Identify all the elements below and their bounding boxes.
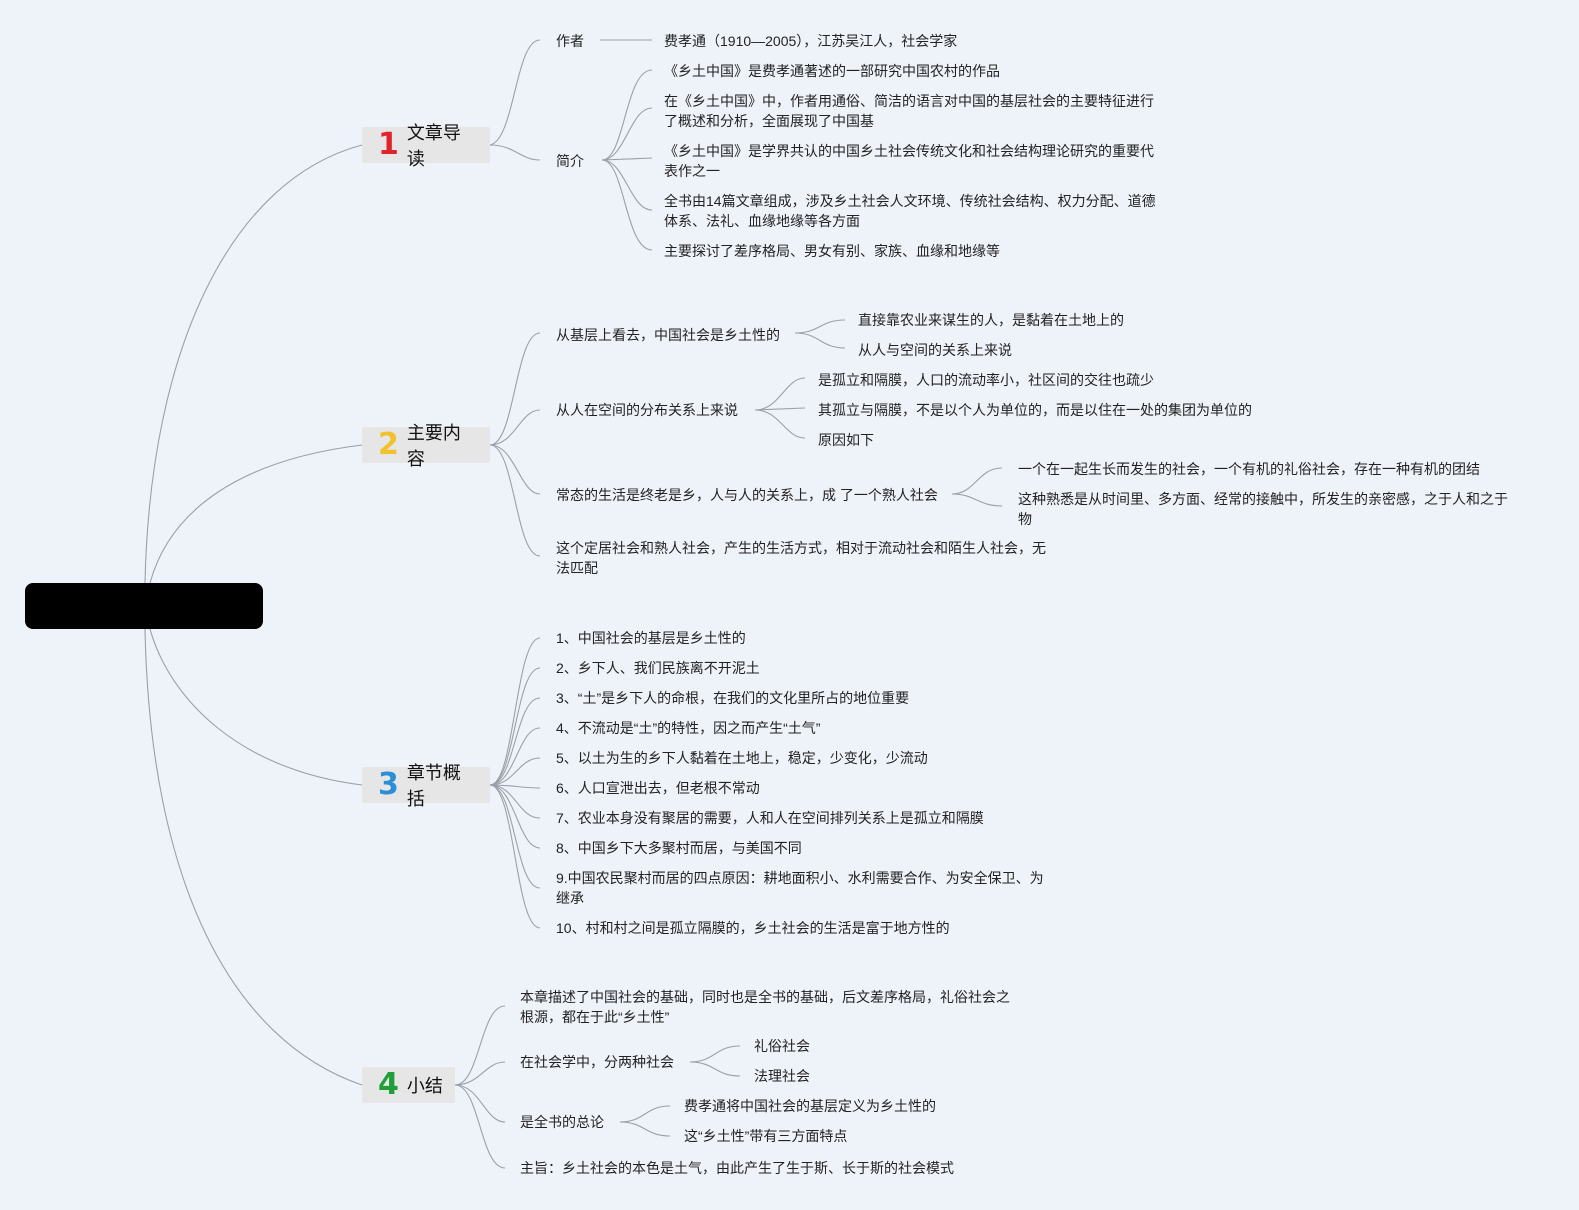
branch-4-number: 4 bbox=[378, 1067, 399, 1102]
content-subnode[interactable]: 这种熟悉是从时间里、多方面、经常的接触中，所发生的亲密感，之于人和之于物 bbox=[1018, 491, 1508, 527]
content-node[interactable]: 这个定居社会和熟人社会，产生的生活方式，相对于流动社会和陌生人社会，无法匹配 bbox=[556, 540, 1046, 576]
chapter-summary-item[interactable]: 3、“土”是乡下人的命根，在我们的文化里所占的地位重要 bbox=[556, 690, 910, 706]
content-node[interactable]: 常态的生活是终老是乡，人与人的关系上，成 了一个熟人社会 bbox=[556, 487, 938, 503]
chapter-summary-item[interactable]: 2、乡下人、我们民族离不开泥土 bbox=[556, 660, 760, 676]
intro-label[interactable]: 简介 bbox=[556, 153, 584, 169]
summary-subnode[interactable]: 这“乡土性”带有三方面特点 bbox=[684, 1128, 848, 1144]
branch-2-node[interactable]: 2 主要内容 bbox=[362, 423, 490, 469]
chapter-summary-item[interactable]: 4、不流动是“土”的特性，因之而产生“土气” bbox=[556, 720, 821, 736]
chapter-summary-item[interactable]: 8、中国乡下大多聚村而居，与美国不同 bbox=[556, 840, 802, 856]
root-node[interactable] bbox=[25, 583, 263, 629]
chapter-summary-item[interactable]: 6、人口宣泄出去，但老根不常动 bbox=[556, 780, 760, 796]
branch-4-title: 小结 bbox=[406, 1076, 443, 1096]
branch-3-number: 3 bbox=[378, 767, 399, 802]
chapter-summary-item[interactable]: 5、以土为生的乡下人黏着在土地上，稳定，少变化，少流动 bbox=[556, 750, 928, 766]
branch-2-title: 主要内容 bbox=[406, 423, 461, 469]
author-label[interactable]: 作者 bbox=[556, 33, 584, 49]
branch-3-node[interactable]: 3 章节概括 bbox=[362, 763, 490, 809]
summary-subnode[interactable]: 费孝通将中国社会的基层定义为乡土性的 bbox=[684, 1098, 936, 1114]
intro-item[interactable]: 主要探讨了差序格局、男女有别、家族、血缘和地缘等 bbox=[664, 243, 1000, 259]
intro-item[interactable]: 在《乡土中国》中，作者用通俗、简洁的语言对中国的基层社会的主要特征进行了概述和分… bbox=[664, 93, 1154, 129]
chapter-summary-item[interactable]: 1、中国社会的基层是乡土性的 bbox=[556, 630, 746, 646]
intro-item[interactable]: 全书由14篇文章组成，涉及乡土社会人文环境、传统社会结构、权力分配、道德体系、法… bbox=[664, 193, 1156, 229]
content-node[interactable]: 从人在空间的分布关系上来说 bbox=[556, 402, 738, 418]
branch-1-title: 文章导读 bbox=[406, 123, 461, 169]
content-subnode[interactable]: 其孤立与隔膜，不是以个人为单位的，而是以住在一处的集团为单位的 bbox=[818, 402, 1252, 418]
chapter-summary-item[interactable]: 7、农业本身没有聚居的需要，人和人在空间排列关系上是孤立和隔膜 bbox=[556, 810, 984, 826]
content-subnode[interactable]: 从人与空间的关系上来说 bbox=[858, 342, 1012, 358]
summary-node[interactable]: 是全书的总论 bbox=[520, 1114, 604, 1130]
summary-node[interactable]: 主旨：乡土社会的本色是土气，由此产生了生于斯、长于斯的社会模式 bbox=[520, 1160, 954, 1176]
branch-3-title: 章节概括 bbox=[406, 763, 461, 809]
summary-subnode[interactable]: 礼俗社会 bbox=[754, 1038, 810, 1054]
chapter-summary-item[interactable]: 9.中国农民聚村而居的四点原因：耕地面积小、水利需要合作、为安全保卫、为继承 bbox=[556, 870, 1044, 906]
content-node[interactable]: 从基层上看去，中国社会是乡土性的 bbox=[556, 327, 780, 343]
branch-1-node[interactable]: 1 文章导读 bbox=[362, 123, 490, 169]
content-subnode[interactable]: 是孤立和隔膜，人口的流动率小，社区间的交往也疏少 bbox=[818, 372, 1154, 388]
branch-4-node[interactable]: 4 小结 bbox=[362, 1067, 455, 1103]
content-subnode[interactable]: 一个在一起生长而发生的社会，一个有机的礼俗社会，存在一种有机的团结 bbox=[1018, 461, 1480, 477]
summary-subnode[interactable]: 法理社会 bbox=[754, 1068, 810, 1084]
branch-2-number: 2 bbox=[378, 427, 399, 462]
summary-node[interactable]: 本章描述了中国社会的基础，同时也是全书的基础，后文差序格局，礼俗社会之根源，都在… bbox=[520, 989, 1010, 1025]
intro-item[interactable]: 《乡土中国》是费孝通著述的一部研究中国农村的作品 bbox=[664, 63, 1000, 79]
author-text[interactable]: 费孝通（1910—2005），江苏吴江人，社会学家 bbox=[664, 33, 958, 49]
intro-item[interactable]: 《乡土中国》是学界共认的中国乡土社会传统文化和社会结构理论研究的重要代表作之一 bbox=[664, 143, 1154, 179]
summary-node[interactable]: 在社会学中，分两种社会 bbox=[520, 1054, 674, 1070]
branch-1-number: 1 bbox=[378, 127, 399, 162]
chapter-summary-item[interactable]: 10、村和村之间是孤立隔膜的，乡土社会的生活是富于地方性的 bbox=[556, 920, 950, 936]
content-subnode[interactable]: 直接靠农业来谋生的人，是黏着在土地上的 bbox=[858, 312, 1124, 328]
content-subnode[interactable]: 原因如下 bbox=[818, 432, 874, 448]
